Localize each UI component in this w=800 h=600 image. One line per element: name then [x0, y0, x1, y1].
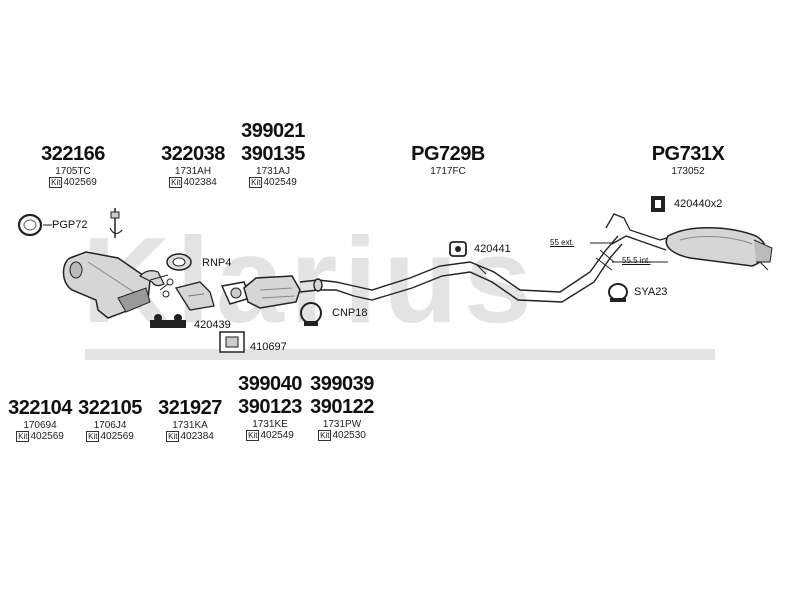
reference-code: 1731PW	[322, 419, 362, 430]
part-group-pg731x: PG731X 173052	[640, 143, 736, 177]
reference-code: 1717FC	[430, 166, 466, 177]
kit-row: Kit 402530	[300, 430, 384, 441]
reference-code: 1731AH	[174, 166, 212, 177]
kit-row: Kit 402569	[2, 431, 78, 442]
part-number: 322104	[8, 397, 72, 419]
rubber-hanger-icon	[651, 196, 665, 212]
part-group-399040: 399040 390123 1731KE Kit 402549	[228, 373, 312, 441]
kit-badge: Kit	[246, 430, 260, 441]
kit-row: Kit 402549	[228, 430, 312, 441]
callout-420439: 420439	[194, 319, 231, 331]
part-group-321927: 321927 1731KA Kit 402384	[148, 397, 232, 442]
part-number: 322038	[161, 143, 225, 165]
kit-number: 402569	[30, 431, 64, 442]
clamp-ring-icon	[17, 213, 52, 237]
part-number: 399021	[241, 120, 305, 142]
kit-number: 402569	[63, 177, 97, 188]
part-group-322038: 322038 1731AH Kit 402384	[150, 143, 236, 188]
kit-row: Kit 402569	[72, 431, 148, 442]
reference-code: 173052	[671, 166, 705, 177]
exhaust-hanger-icon	[449, 241, 487, 275]
kit-badge: Kit	[16, 431, 30, 442]
part-number: 322166	[41, 143, 105, 165]
kit-number: 402549	[263, 177, 297, 188]
callout-sya23: SYA23	[634, 286, 668, 298]
callout-420441: 420441	[474, 243, 511, 255]
dimension-marks	[590, 242, 668, 271]
dimension-55-5-int: 55.5 int.	[622, 256, 651, 265]
rear-muffler-icon	[605, 213, 773, 271]
reference-code: 1731KE	[252, 419, 288, 430]
callout-pgp72: PGP72	[52, 219, 88, 231]
kit-row: Kit 402384	[148, 431, 232, 442]
dimension-55-ext: 55 ext.	[550, 238, 575, 247]
kit-row: Kit 402549	[230, 177, 316, 188]
sensor-bolt-icon	[109, 208, 123, 238]
connecting-pipe-icon	[138, 270, 169, 291]
callout-410697: 410697	[250, 341, 287, 353]
rubber-mount-icon	[150, 314, 186, 328]
part-number: PG729B	[411, 143, 485, 165]
part-number: 399040	[238, 373, 302, 395]
sya-clamp-icon	[608, 283, 628, 302]
kit-number: 402549	[260, 430, 294, 441]
part-number: PG731X	[651, 143, 725, 165]
callout-cnp18: CNP18	[332, 307, 368, 319]
watermark-underline	[85, 349, 715, 360]
kit-badge: Kit	[249, 177, 263, 188]
main-pipe-icon	[299, 235, 623, 303]
reference-code: 1706J4	[93, 420, 127, 431]
ring-clamp-icon	[166, 253, 192, 271]
part-number: 390123	[238, 396, 302, 418]
kit-number: 402384	[180, 431, 214, 442]
part-group-399039: 399039 390122 1731PW Kit 402530	[300, 373, 384, 441]
part-number: 321927	[158, 397, 222, 419]
part-number: 322105	[78, 397, 142, 419]
second-converter-icon	[243, 275, 301, 309]
kit-number: 402530	[332, 430, 366, 441]
kit-badge: Kit	[49, 177, 63, 188]
pipe-clamp-icon	[300, 302, 322, 326]
kit-number: 402569	[100, 431, 134, 442]
catalytic-converter-icon	[62, 251, 151, 319]
part-number: 399039	[310, 373, 374, 395]
part-group-322105: 322105 1706J4 Kit 402569	[72, 397, 148, 442]
callout-420440: 420440x2	[674, 198, 723, 210]
part-number: 390135	[241, 143, 305, 165]
part-group-pg729b: PG729B 1717FC	[400, 143, 496, 177]
flex-joint-icon	[162, 278, 215, 311]
kit-number: 402384	[183, 177, 217, 188]
flange-gasket-icon	[220, 281, 251, 305]
part-group-322104: 322104 170694 Kit 402569	[2, 397, 78, 442]
kit-badge: Kit	[86, 431, 100, 442]
part-group-322166: 322166 1705TC Kit 402569	[28, 143, 118, 188]
reference-code: 1731AJ	[256, 166, 290, 177]
kit-badge: Kit	[318, 430, 332, 441]
part-group-399021: 399021 390135 1731AJ Kit 402549	[230, 120, 316, 188]
reference-code: 170694	[23, 420, 57, 431]
reference-code: 1705TC	[55, 166, 91, 177]
kit-badge: Kit	[166, 431, 180, 442]
kit-row: Kit 402384	[150, 177, 236, 188]
kit-row: Kit 402569	[28, 177, 118, 188]
part-number: 390122	[310, 396, 374, 418]
kit-badge: Kit	[169, 177, 183, 188]
callout-rnp4: RNP4	[202, 257, 232, 269]
reference-code: 1731KA	[172, 420, 208, 431]
gasket-icon	[219, 331, 245, 353]
